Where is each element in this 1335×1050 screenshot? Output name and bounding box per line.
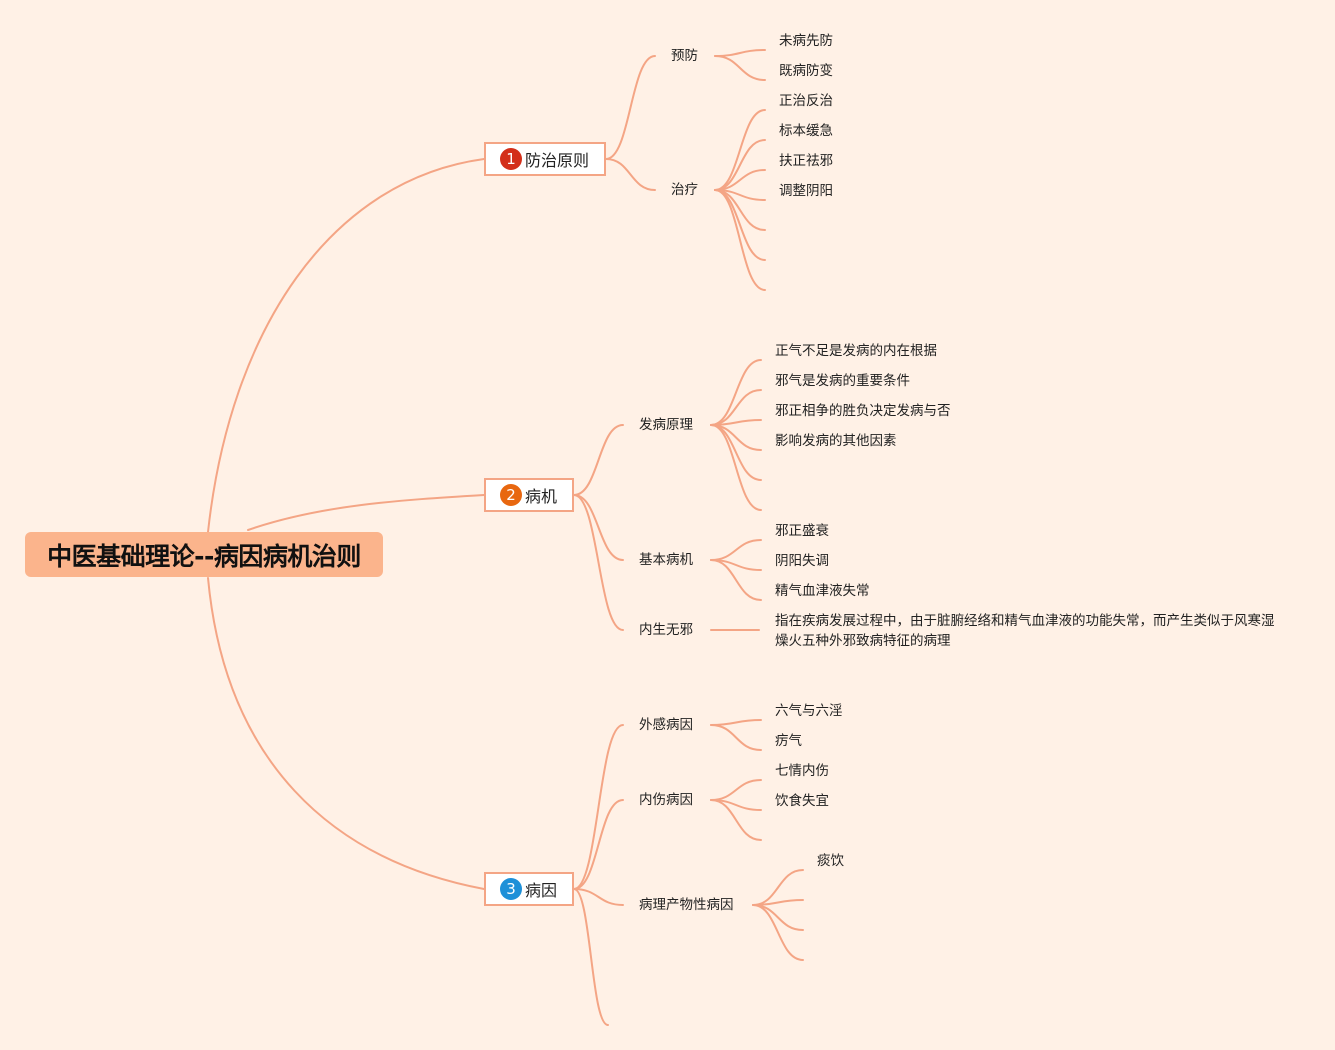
priority-3-icon: 3 — [500, 878, 522, 900]
branch-prevention-treatment[interactable]: 1 防治原则 — [484, 142, 606, 176]
branch-3-sub-line — [573, 888, 609, 1026]
leaf-line — [752, 899, 804, 906]
root-to-branch-1-line — [207, 158, 485, 533]
leaf-3-3-1[interactable]: 痰饮 — [817, 853, 844, 869]
branch-2-sub-line — [573, 494, 624, 631]
priority-1-icon: 1 — [500, 148, 522, 170]
branch-1-sub-line — [605, 158, 656, 191]
leaf-line — [710, 539, 762, 561]
root-to-branch-3-line — [207, 577, 485, 890]
branch-1-sub-line — [605, 55, 656, 160]
subtopic-3-3[interactable]: 病理产物性病因 — [639, 897, 734, 913]
branch-3-sub-line — [573, 799, 624, 890]
leaf-1-1-2[interactable]: 既病防变 — [779, 63, 833, 79]
subtopic-2-3[interactable]: 内生无邪 — [639, 622, 693, 638]
leaf-line — [710, 559, 762, 601]
branch-3-sub-line — [573, 888, 624, 906]
leaf-line — [710, 424, 762, 481]
leaf-1-2-1[interactable]: 正治反治 — [779, 93, 833, 109]
leaf-line — [752, 904, 804, 931]
leaf-3-1-1[interactable]: 六气与六淫 — [775, 703, 843, 719]
branch-2-sub-line — [573, 424, 624, 496]
leaf-1-2-2[interactable]: 标本缓急 — [779, 123, 833, 139]
leaf-1-2-4[interactable]: 调整阴阳 — [779, 183, 833, 199]
leaf-line — [710, 719, 762, 726]
leaf-2-2-3[interactable]: 精气血津液失常 — [775, 583, 870, 599]
subtopic-3-1[interactable]: 外感病因 — [639, 717, 693, 733]
leaf-line — [710, 724, 762, 751]
branch-pathogenesis[interactable]: 2 病机 — [484, 478, 574, 512]
subtopic-1-2[interactable]: 治疗 — [671, 182, 698, 198]
branch-label: 病机 — [525, 487, 558, 506]
leaf-1-1-1[interactable]: 未病先防 — [779, 33, 833, 49]
leaf-3-2-2[interactable]: 饮食失宜 — [775, 793, 829, 809]
leaf-line — [710, 799, 762, 841]
leaf-2-1-2[interactable]: 邪气是发病的重要条件 — [775, 373, 910, 389]
subtopic-1-1[interactable]: 预防 — [671, 48, 698, 64]
subtopic-3-2[interactable]: 内伤病因 — [639, 792, 693, 808]
branch-label: 病因 — [525, 881, 558, 900]
branch-3-sub-line — [573, 724, 624, 890]
branch-2-sub-line — [573, 494, 624, 561]
leaf-line — [714, 109, 766, 191]
leaf-3-1-2[interactable]: 疠气 — [775, 733, 802, 749]
leaf-2-1-4[interactable]: 影响发病的其他因素 — [775, 433, 897, 449]
subtopic-2-2[interactable]: 基本病机 — [639, 552, 693, 568]
leaf-line — [710, 779, 762, 801]
leaf-3-2-1[interactable]: 七情内伤 — [775, 763, 829, 779]
leaf-2-3-1[interactable]: 指在疾病发展过程中，由于脏腑经络和精气血津液的功能失常，而产生类似于风寒湿燥火五… — [775, 613, 1275, 649]
leaf-2-2-1[interactable]: 邪正盛衰 — [775, 523, 829, 539]
branch-label: 防治原则 — [525, 151, 590, 170]
leaf-2-2-2[interactable]: 阴阳失调 — [775, 553, 829, 569]
root-topic[interactable]: 中医基础理论--病因病机治则 — [25, 532, 383, 577]
leaf-line — [714, 55, 766, 81]
leaf-1-2-3[interactable]: 扶正祛邪 — [779, 153, 833, 169]
leaf-line — [714, 49, 766, 57]
root-to-branch-2-line — [247, 494, 485, 531]
leaf-line — [714, 189, 766, 291]
leaf-2-1-1[interactable]: 正气不足是发病的内在根据 — [775, 343, 937, 359]
leaf-2-1-3[interactable]: 邪正相争的胜负决定发病与否 — [775, 403, 951, 419]
leaf-line — [752, 904, 804, 961]
branch-etiology[interactable]: 3 病因 — [484, 872, 574, 906]
leaf-line — [710, 424, 762, 511]
subtopic-2-1[interactable]: 发病原理 — [639, 417, 693, 433]
leaf-line — [710, 359, 762, 426]
priority-2-icon: 2 — [500, 484, 522, 506]
